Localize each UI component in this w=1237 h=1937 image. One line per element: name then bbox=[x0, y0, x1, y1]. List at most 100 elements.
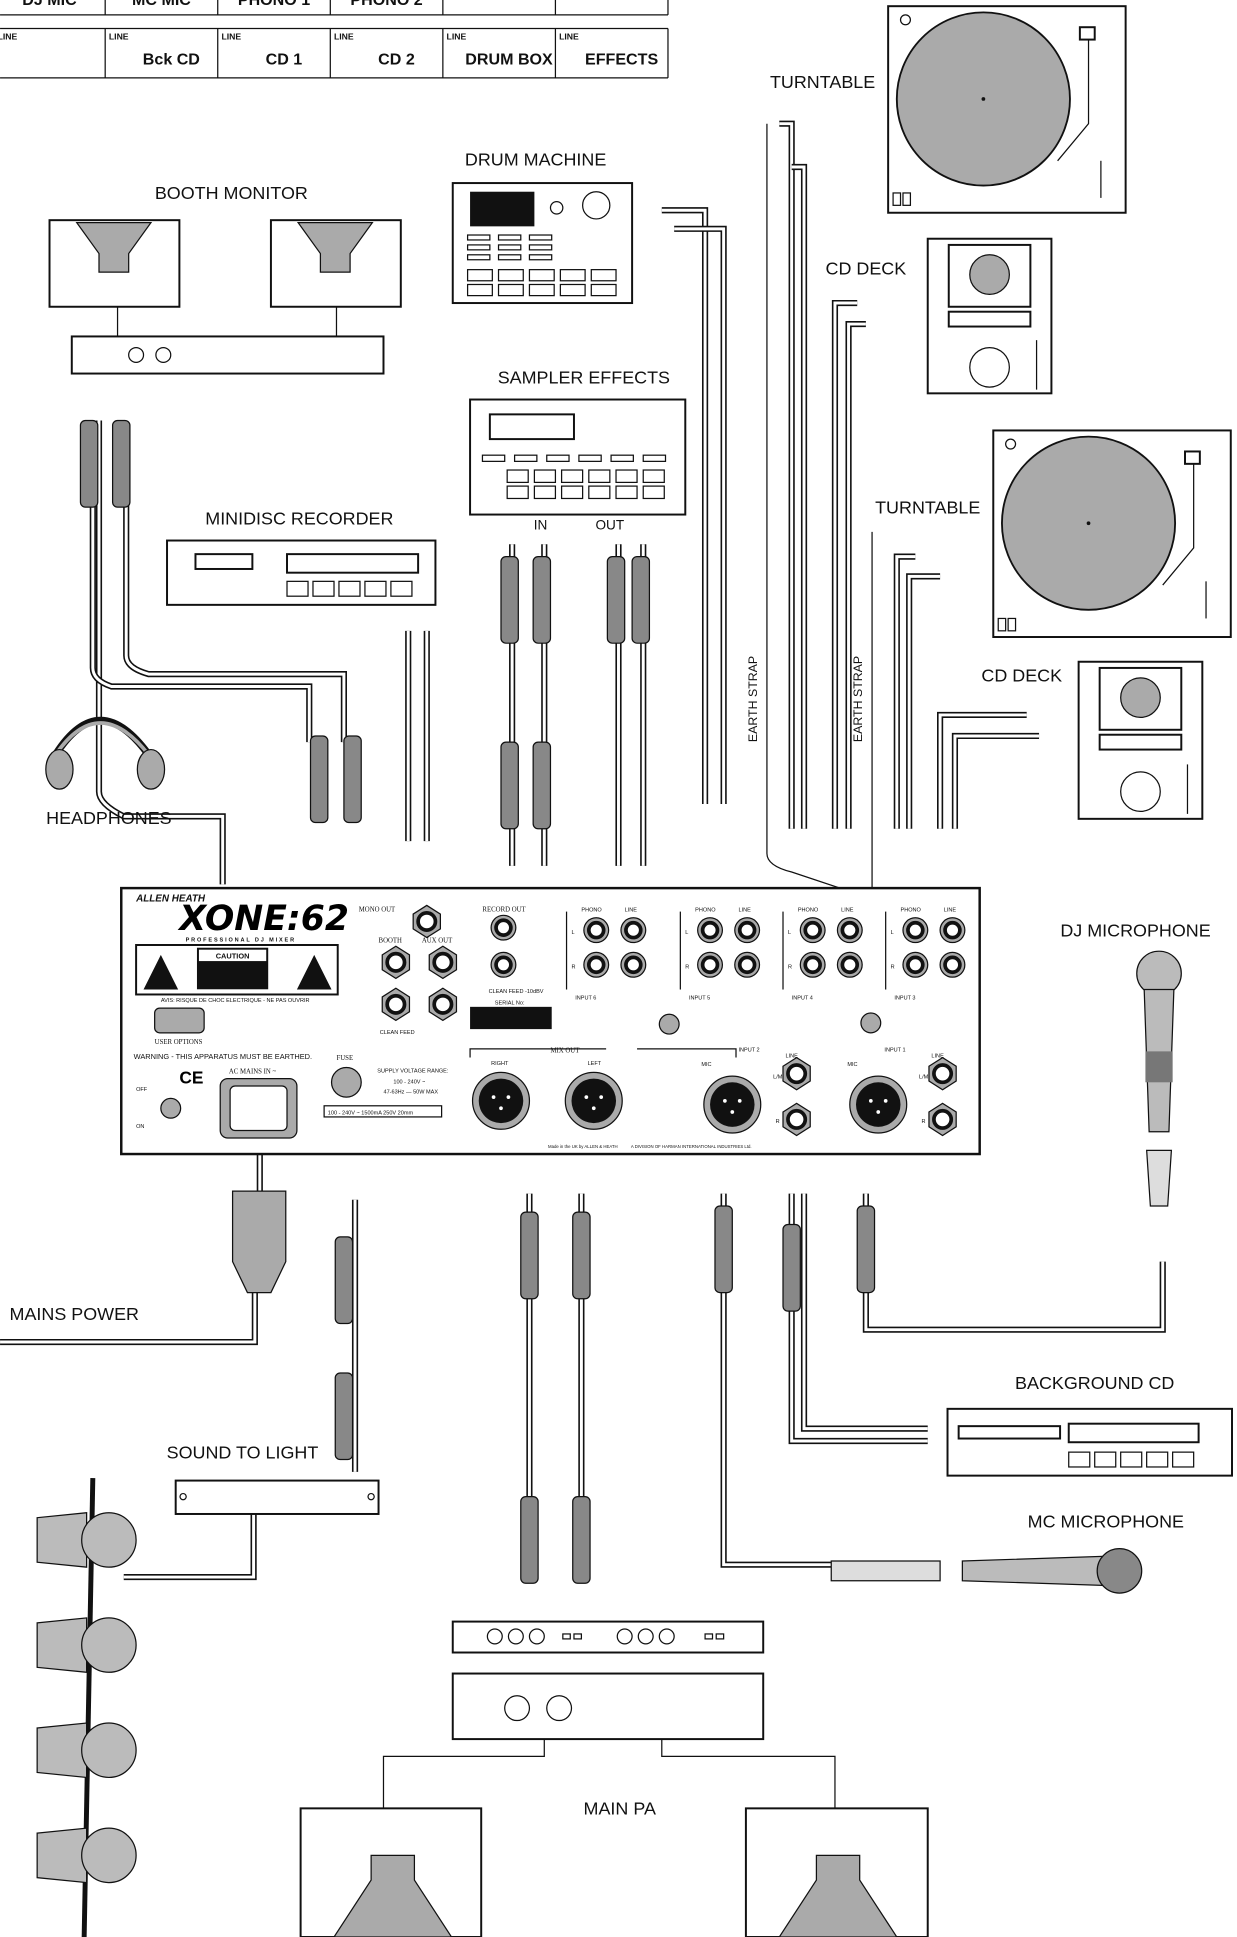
mic-label: MIC bbox=[701, 1062, 711, 1068]
mc-microphone: MC MICROPHONE bbox=[830, 1512, 1184, 1594]
drum-pad bbox=[466, 283, 493, 297]
table-cell-type: LINE bbox=[334, 32, 354, 42]
line-label: LINE bbox=[944, 908, 957, 914]
cable bbox=[720, 1193, 832, 1568]
cable-plug bbox=[500, 741, 519, 830]
input-label: INPUT 3 bbox=[894, 995, 915, 1001]
drum-button bbox=[497, 254, 522, 261]
table-cell-type: LINE bbox=[109, 32, 129, 42]
sampler-pad bbox=[533, 485, 557, 500]
cable-plug bbox=[334, 1372, 354, 1461]
light-can bbox=[36, 1827, 88, 1884]
sampler-button bbox=[610, 454, 634, 462]
record-out-label: RECORD OUT bbox=[482, 907, 526, 914]
made-in-label: Made in the UK by ALLEN & HEATH bbox=[548, 1144, 618, 1149]
pa-knob bbox=[658, 1628, 675, 1645]
cable-plug bbox=[334, 1236, 354, 1325]
l-label: L bbox=[891, 930, 894, 936]
cd-button bbox=[1172, 1451, 1195, 1468]
cable-plug bbox=[532, 741, 552, 830]
user-options-label: USER OPTIONS bbox=[155, 1039, 203, 1046]
phono-label: PHONO bbox=[695, 908, 716, 914]
cable-plug bbox=[500, 555, 519, 644]
mono-out-label: MONO OUT bbox=[359, 907, 396, 914]
cable-plug bbox=[714, 1205, 733, 1294]
cable-plug bbox=[606, 555, 626, 644]
lm-label: L/M bbox=[919, 1075, 929, 1081]
cd-button bbox=[1120, 1451, 1143, 1468]
drum-button bbox=[466, 234, 491, 241]
cable-plug bbox=[520, 1211, 539, 1300]
cable bbox=[674, 225, 727, 804]
l-label: L bbox=[685, 930, 688, 936]
drum-button bbox=[528, 244, 553, 251]
brand-logo: ALLEN HEATH bbox=[135, 894, 206, 905]
cd-deck-1-label: CD DECK bbox=[826, 259, 907, 279]
cable-plug bbox=[520, 1496, 539, 1584]
sampler-pad bbox=[615, 469, 638, 484]
cable-plug bbox=[309, 735, 329, 824]
minidisc-button bbox=[312, 580, 335, 597]
pa-led bbox=[562, 1633, 571, 1640]
avis-text: AVIS: RISQUE DE CHOC ELECTRIQUE - NE PAS… bbox=[161, 998, 310, 1004]
line-label: LINE bbox=[738, 908, 751, 914]
sampler-button bbox=[513, 454, 538, 462]
supply-value: 100 - 240V ~ bbox=[393, 1080, 425, 1086]
sampler-button bbox=[642, 454, 667, 462]
pa-led bbox=[715, 1633, 725, 1640]
cd-deck-1: CD DECK bbox=[826, 237, 1053, 395]
sampler-pad bbox=[506, 485, 529, 500]
background-cd: BACKGROUND CD bbox=[946, 1373, 1233, 1477]
table-cell-source: DRUM BOX bbox=[465, 50, 553, 68]
turntable-1-label: TURNTABLE bbox=[770, 72, 875, 92]
ground-terminal bbox=[860, 1012, 882, 1034]
drum-pad bbox=[590, 283, 617, 297]
cd-deck-2: CD DECK bbox=[981, 660, 1204, 820]
fuse-label: FUSE bbox=[336, 1055, 353, 1062]
aux-out-label: AUX OUT bbox=[422, 938, 453, 945]
cable-plug bbox=[343, 735, 362, 824]
r-label: R bbox=[788, 965, 792, 971]
light-lens bbox=[81, 1617, 137, 1673]
light-lens bbox=[81, 1722, 137, 1779]
table-cell-top: DJ MIC bbox=[22, 0, 77, 9]
earth-warning: WARNING - THIS APPARATUS MUST BE EARTHED… bbox=[134, 1052, 312, 1061]
table-cell-top: PHONO 2 bbox=[350, 0, 422, 9]
sampler-in-label: IN bbox=[534, 517, 548, 532]
minidisc-button bbox=[390, 580, 413, 597]
sampler-pad bbox=[588, 469, 611, 484]
pa-knob bbox=[616, 1628, 633, 1645]
sampler-pad bbox=[533, 469, 557, 484]
cd-deck-2-label: CD DECK bbox=[981, 666, 1062, 686]
cable-plug bbox=[572, 1211, 591, 1300]
pa-led bbox=[573, 1633, 583, 1640]
minidisc-button bbox=[338, 580, 361, 597]
cd-button bbox=[1094, 1451, 1117, 1468]
sampler-pad bbox=[560, 485, 584, 500]
sampler-button bbox=[481, 454, 506, 462]
booth-monitor: BOOTH MONITOR bbox=[48, 183, 402, 375]
serial-label: SERIAL No: bbox=[495, 1000, 525, 1006]
dj-microphone-label: DJ MICROPHONE bbox=[1060, 920, 1210, 940]
main-pa-label: MAIN PA bbox=[584, 1799, 656, 1819]
phono-label: PHONO bbox=[798, 908, 819, 914]
line-label: LINE bbox=[785, 1054, 798, 1060]
lm-label: L/M bbox=[773, 1075, 783, 1081]
drum-button bbox=[466, 244, 491, 251]
cd-button bbox=[1146, 1451, 1169, 1468]
power-switch[interactable] bbox=[160, 1097, 182, 1119]
fuse-rating: 100 - 240V ~ 1500mA 250V 20mm bbox=[328, 1110, 414, 1116]
sampler-pad bbox=[560, 469, 584, 484]
line-label: LINE bbox=[625, 908, 638, 914]
pa-knob bbox=[528, 1628, 545, 1645]
drum-button bbox=[466, 254, 491, 261]
sampler-pad bbox=[588, 485, 611, 500]
pa-knob bbox=[507, 1628, 524, 1645]
booth-monitor-label: BOOTH MONITOR bbox=[155, 183, 308, 203]
input-table: DJ MICLINEMC MICLINEBck CDPHONO 1LINECD … bbox=[0, 0, 669, 79]
supply-range-label: SUPPLY VOLTAGE RANGE: bbox=[377, 1068, 449, 1074]
sampler-button bbox=[578, 454, 602, 462]
l-label: L bbox=[571, 930, 574, 936]
turntable-2-label: TURNTABLE bbox=[875, 497, 980, 517]
table-cell-source: CD 2 bbox=[378, 50, 415, 68]
